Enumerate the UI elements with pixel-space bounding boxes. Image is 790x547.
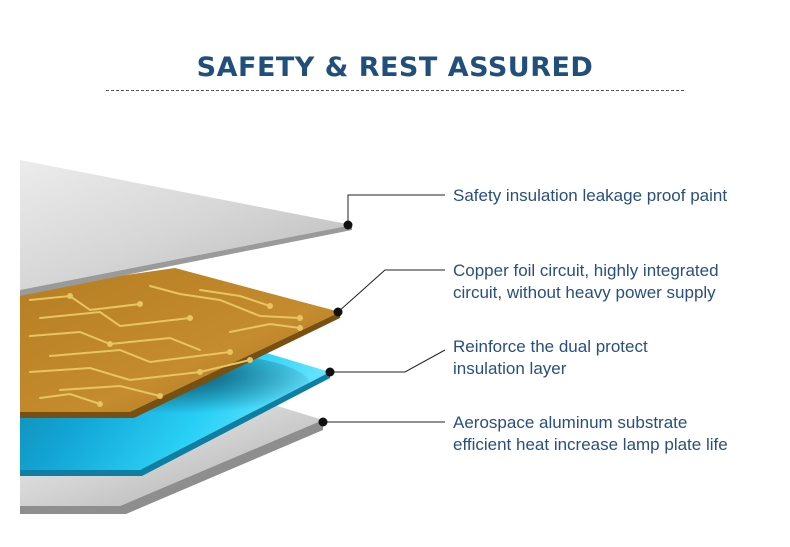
- label-paint: Safety insulation leakage proof paint: [453, 185, 727, 207]
- circuit-traces: [29, 285, 301, 405]
- circuit-pads: [67, 293, 303, 407]
- label-line: efficient heat increase lamp plate life: [453, 435, 728, 454]
- page-title: SAFETY & REST ASSURED: [196, 52, 594, 83]
- label-line: Reinforce the dual protect: [453, 337, 648, 356]
- label-line: Aerospace aluminum substrate: [453, 413, 688, 432]
- leader-lines: [323, 194, 446, 423]
- paint-layer: [20, 160, 352, 296]
- copper-circuit-layer: [20, 268, 340, 418]
- label-line: insulation layer: [453, 359, 567, 378]
- label-line: Copper foil circuit, highly integrated: [453, 261, 719, 280]
- leader-dots: [318, 220, 353, 427]
- title-divider: [106, 90, 684, 91]
- label-insulation: Reinforce the dual protect insulation la…: [453, 336, 648, 380]
- label-aluminum: Aerospace aluminum substrate efficient h…: [453, 412, 728, 456]
- label-line: Safety insulation leakage proof paint: [453, 186, 728, 205]
- label-line: circuit, without heavy power supply: [453, 283, 716, 302]
- label-copper: Copper foil circuit, highly integrated c…: [453, 260, 719, 304]
